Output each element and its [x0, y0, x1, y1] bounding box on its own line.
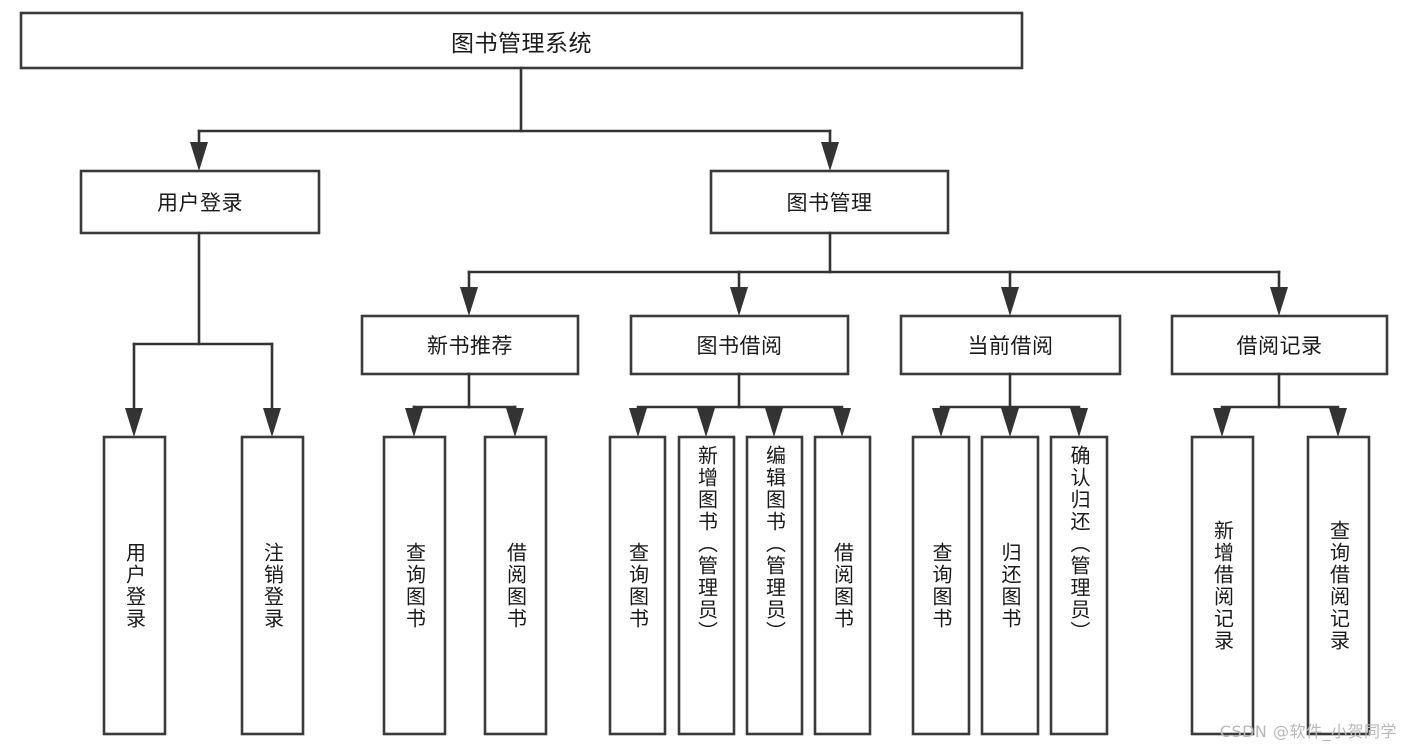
watermark-text: CSDN @软件_小贺同学: [1219, 722, 1397, 741]
arrowhead-leaf-borrow-book-1: [506, 408, 524, 437]
arrowhead-leaf-edit-book: [765, 408, 783, 437]
node-box-new-book-recommend[interactable]: [360, 314, 580, 376]
arrowhead-leaf-borrow-book-2: [833, 408, 851, 437]
arrowhead-leaf-query-book-2: [629, 408, 647, 437]
arrowhead-leaf-add-book: [697, 408, 715, 437]
node-box-leaf-logout-login[interactable]: [240, 435, 305, 736]
node-box-book-borrow[interactable]: [629, 314, 850, 376]
arrowhead-new-book-recommend: [460, 287, 478, 316]
arrowhead-borrow-record: [1270, 287, 1288, 316]
arrowhead-book-manage: [821, 142, 839, 171]
node-box-root[interactable]: [19, 11, 1024, 70]
node-box-leaf-add-book[interactable]: [677, 435, 736, 736]
node-box-current-borrow[interactable]: [899, 314, 1122, 376]
arrowhead-leaf-confirm-return: [1070, 408, 1088, 437]
node-box-borrow-record[interactable]: [1170, 314, 1389, 376]
node-box-leaf-borrow-book-2[interactable]: [813, 435, 872, 736]
node-box-leaf-query-book-1[interactable]: [382, 435, 447, 736]
arrowhead-current-borrow: [1001, 287, 1019, 316]
arrowhead-leaf-query-book-3: [932, 408, 950, 437]
node-box-leaf-query-record[interactable]: [1306, 435, 1371, 736]
arrowhead-book-borrow: [730, 287, 748, 316]
node-box-leaf-query-book-2[interactable]: [608, 435, 667, 736]
arrowhead-leaf-query-book-1: [405, 408, 423, 437]
node-box-leaf-query-book-3[interactable]: [911, 435, 971, 736]
arrowhead-leaf-user-login: [125, 408, 143, 437]
node-box-user-login[interactable]: [79, 169, 321, 235]
node-box-leaf-return-book[interactable]: [980, 435, 1040, 736]
arrowhead-user-login: [190, 142, 208, 171]
node-box-leaf-borrow-book-1[interactable]: [483, 435, 548, 736]
arrowhead-leaf-return-book: [1001, 408, 1019, 437]
node-box-leaf-confirm-return[interactable]: [1049, 435, 1109, 736]
node-box-leaf-edit-book[interactable]: [745, 435, 804, 736]
node-box-book-manage[interactable]: [709, 169, 950, 235]
node-box-leaf-add-record[interactable]: [1190, 435, 1255, 736]
arrowhead-leaf-query-record: [1329, 408, 1347, 437]
arrowhead-leaf-logout-login: [263, 408, 281, 437]
arrowhead-leaf-add-record: [1213, 408, 1231, 437]
node-box-leaf-user-login[interactable]: [102, 435, 167, 736]
